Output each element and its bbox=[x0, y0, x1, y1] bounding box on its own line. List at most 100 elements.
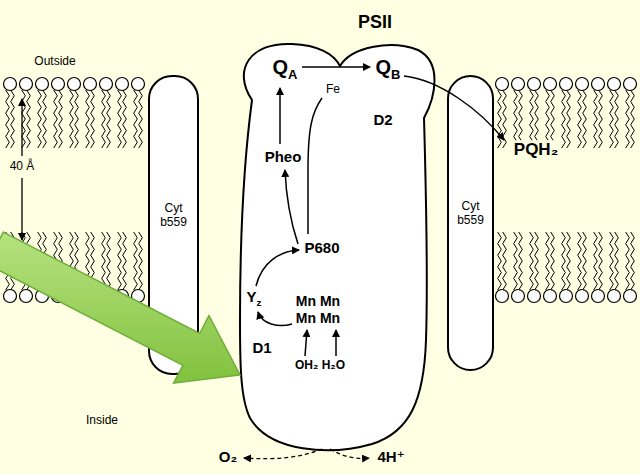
lipid-head bbox=[544, 290, 557, 303]
lipid bbox=[512, 232, 525, 303]
cylinder-label: Cyt b559 bbox=[151, 201, 196, 230]
dimension-arrow bbox=[21, 99, 22, 156]
cofactor-label: Yz bbox=[247, 288, 262, 308]
protein-outline bbox=[240, 44, 435, 450]
lipid-tail bbox=[75, 90, 79, 148]
lipid-head bbox=[132, 78, 145, 91]
lipid-head bbox=[560, 290, 573, 303]
lipid-tail bbox=[139, 232, 143, 290]
lipid bbox=[592, 232, 605, 303]
psii-complex: QAFeQBD2PheoP680YzMn MnMn MnD1OH₂ H₂O bbox=[228, 38, 438, 458]
lipid-head bbox=[576, 78, 589, 91]
lipid-head bbox=[4, 290, 17, 303]
lipid-head bbox=[36, 78, 49, 91]
lipid-tail bbox=[86, 90, 90, 148]
lipid-tail bbox=[102, 232, 106, 290]
lipid-tail bbox=[599, 232, 603, 290]
lipid-head bbox=[68, 290, 81, 303]
lipid-tail bbox=[54, 232, 58, 290]
lipid bbox=[624, 232, 637, 303]
lipid-tail bbox=[134, 232, 138, 290]
lipid bbox=[116, 232, 129, 303]
lipid bbox=[528, 78, 541, 149]
dimension-arrow bbox=[21, 178, 22, 240]
subunit-label: D2 bbox=[373, 111, 392, 128]
lipid-tail bbox=[43, 90, 47, 148]
lipid-head bbox=[592, 290, 605, 303]
lipid-tail bbox=[578, 90, 582, 148]
reaction-center-label: P680 bbox=[304, 239, 339, 256]
lipid-tail bbox=[27, 232, 31, 290]
lipid-tail bbox=[11, 232, 15, 290]
lipid-tail bbox=[610, 90, 614, 148]
lipid-tail bbox=[43, 232, 47, 290]
lipid-head bbox=[116, 78, 129, 91]
lipid bbox=[592, 78, 605, 149]
lipid-tail bbox=[91, 90, 95, 148]
lipid-head bbox=[52, 78, 65, 91]
lipid-tail bbox=[631, 232, 635, 290]
lipid-tail bbox=[86, 232, 90, 290]
lipid-head bbox=[496, 290, 509, 303]
lipid-tail bbox=[75, 232, 79, 290]
lipid bbox=[528, 232, 541, 303]
lipid-tail bbox=[59, 90, 63, 148]
lipid-head bbox=[528, 290, 541, 303]
lipid-tail bbox=[22, 232, 26, 290]
manganese-label: Mn Mn bbox=[296, 293, 340, 309]
lipid bbox=[84, 78, 97, 149]
lipid-head bbox=[512, 78, 525, 91]
diagram-title: PSII bbox=[358, 12, 392, 33]
lipid-tail bbox=[594, 90, 598, 148]
cylinder-label: Cyt b559 bbox=[450, 199, 491, 228]
lipid bbox=[84, 232, 97, 303]
product-label: PQH₂ bbox=[513, 140, 559, 160]
lipid-head bbox=[20, 290, 33, 303]
lipid-head bbox=[512, 290, 525, 303]
electron-arrow bbox=[404, 76, 504, 140]
cofactor-label: QB bbox=[376, 56, 401, 83]
lipid-head bbox=[608, 290, 621, 303]
lipid-tail bbox=[631, 90, 635, 148]
lipid-tail bbox=[70, 232, 74, 290]
lipid-tail bbox=[535, 232, 539, 290]
lipid bbox=[608, 232, 621, 303]
lipid bbox=[100, 232, 113, 303]
lipid-tail bbox=[59, 232, 63, 290]
lipid-tail bbox=[626, 90, 630, 148]
lipid-head bbox=[20, 78, 33, 91]
electron-arrow bbox=[302, 66, 370, 68]
lipid bbox=[20, 232, 33, 303]
lipid bbox=[36, 78, 49, 149]
lipid-tail bbox=[123, 90, 127, 148]
lipid-head bbox=[132, 290, 145, 303]
lipid-head bbox=[68, 78, 81, 91]
lipid bbox=[52, 232, 65, 303]
lipid-head bbox=[544, 78, 557, 91]
lipid bbox=[576, 232, 589, 303]
side-label: Outside bbox=[33, 55, 76, 69]
lipid-tail bbox=[519, 232, 523, 290]
lipid-tail bbox=[562, 232, 566, 290]
lipid-tail bbox=[615, 90, 619, 148]
cytochrome-cylinder: Cyt b559 bbox=[148, 75, 199, 375]
lipid bbox=[52, 78, 65, 149]
lipid-tail bbox=[567, 232, 571, 290]
lipid-head bbox=[116, 290, 129, 303]
lipid-tail bbox=[594, 232, 598, 290]
cofactor-label: Pheo bbox=[265, 148, 302, 165]
lipid-tail bbox=[530, 232, 534, 290]
lipid-tail bbox=[583, 232, 587, 290]
lipid-head bbox=[100, 290, 113, 303]
lipid bbox=[608, 78, 621, 149]
lipid-tail bbox=[70, 90, 74, 148]
lipid-tail bbox=[498, 232, 502, 290]
lipid-head bbox=[624, 290, 637, 303]
lipid-tail bbox=[107, 232, 111, 290]
lipid-tail bbox=[6, 90, 10, 148]
lipid-tail bbox=[567, 90, 571, 148]
lipid bbox=[36, 232, 49, 303]
lipid-head bbox=[36, 290, 49, 303]
lipid bbox=[560, 78, 573, 149]
